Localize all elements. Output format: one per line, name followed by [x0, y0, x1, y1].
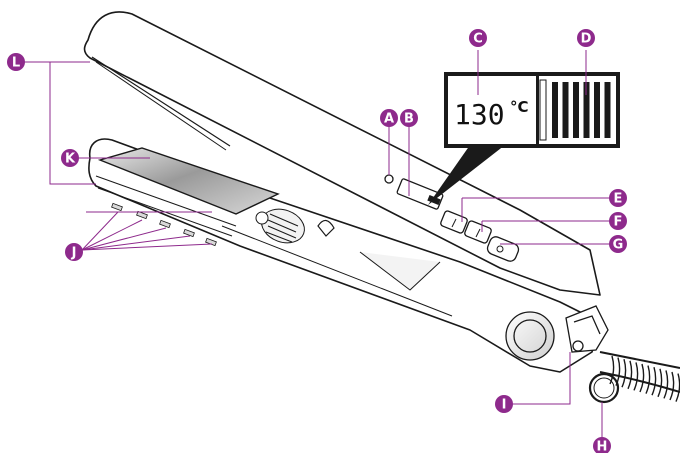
- grip-ridges: [261, 208, 305, 244]
- cord-coil-loop: [633, 362, 639, 391]
- callout-letter: J: [71, 246, 77, 261]
- swivel-cord: [505, 305, 680, 404]
- callout-badge: [469, 29, 487, 47]
- callout-d: D: [577, 29, 595, 47]
- callout-letter: E: [614, 192, 623, 207]
- callout-l: L: [7, 53, 25, 71]
- reset-button[interactable]: [572, 340, 584, 352]
- heat-level-bar: [604, 82, 611, 138]
- callout-badge: [609, 189, 627, 207]
- cord-coil-loop: [663, 370, 669, 399]
- callout-letter: C: [473, 32, 483, 47]
- temperature-dial[interactable]: [505, 311, 555, 361]
- zoom-pointer: [428, 145, 505, 205]
- callout-badge: [380, 109, 398, 127]
- lcd-display-enlarged: 130 °C: [444, 72, 620, 148]
- callout-b: B: [400, 109, 418, 127]
- power-indicator-light: [384, 174, 394, 184]
- cushioned-plate-slats: [111, 202, 217, 247]
- callout-f: F: [609, 212, 627, 230]
- heat-level-bar: [562, 82, 569, 138]
- callout-badge: [400, 109, 418, 127]
- cord-coil-loop: [651, 367, 657, 396]
- callout-badge: [609, 235, 627, 253]
- callout-g: G: [609, 235, 627, 253]
- callout-badge: [65, 243, 83, 261]
- up-arrow-icon: [451, 218, 457, 228]
- heat-level-bar: [583, 82, 590, 138]
- heat-level-bar: [552, 82, 558, 138]
- callout-letter: G: [613, 238, 624, 253]
- down-arrow-icon: [475, 228, 481, 238]
- callout-letter: D: [581, 32, 592, 47]
- callout-a: A: [380, 109, 398, 127]
- cord-coil-loop: [627, 360, 633, 390]
- callout-badge: [61, 149, 79, 167]
- cord-coil-loop: [609, 355, 615, 385]
- heat-level-bars: [552, 82, 611, 138]
- callout-j: J: [65, 243, 83, 261]
- callout-badge: [593, 437, 611, 453]
- callout-letter: L: [12, 56, 20, 71]
- cord-coil-loop: [645, 365, 651, 394]
- callout-letter: F: [614, 215, 623, 230]
- callout-letter: B: [404, 112, 414, 127]
- cord-coil-loop: [639, 363, 645, 393]
- callout-leaders: [24, 50, 610, 440]
- callout-badge: [495, 395, 513, 413]
- cord-coil-loop: [657, 368, 663, 398]
- heat-level-bar: [594, 82, 600, 138]
- callout-badge: [7, 53, 25, 71]
- callout-k: K: [61, 149, 79, 167]
- callout-letter: H: [597, 440, 608, 453]
- hinge-icon: [255, 211, 269, 225]
- temperature-readout: 130: [454, 98, 505, 131]
- hanging-ring: [588, 372, 620, 404]
- cord-coil-loop: [621, 359, 627, 388]
- temperature-unit: °C: [510, 98, 529, 116]
- callout-badge: [577, 29, 595, 47]
- callout-i: I: [495, 395, 513, 413]
- button-cluster: [440, 210, 520, 262]
- power-icon: [496, 245, 504, 253]
- heat-level-bar: [573, 82, 579, 138]
- callout-e: E: [609, 189, 627, 207]
- callout-letter: I: [502, 398, 507, 413]
- callout-c: C: [469, 29, 487, 47]
- cord-coil-loop: [615, 357, 621, 386]
- heat-level-indicator-frame: [539, 79, 547, 141]
- release-lock-icon[interactable]: [317, 219, 335, 237]
- callout-letter: A: [384, 112, 394, 127]
- callout-h: H: [593, 437, 611, 453]
- callout-badge: [609, 212, 627, 230]
- cord-coil-loop: [675, 373, 680, 402]
- callout-letter: K: [65, 152, 76, 167]
- cord-coil-loop: [669, 371, 675, 401]
